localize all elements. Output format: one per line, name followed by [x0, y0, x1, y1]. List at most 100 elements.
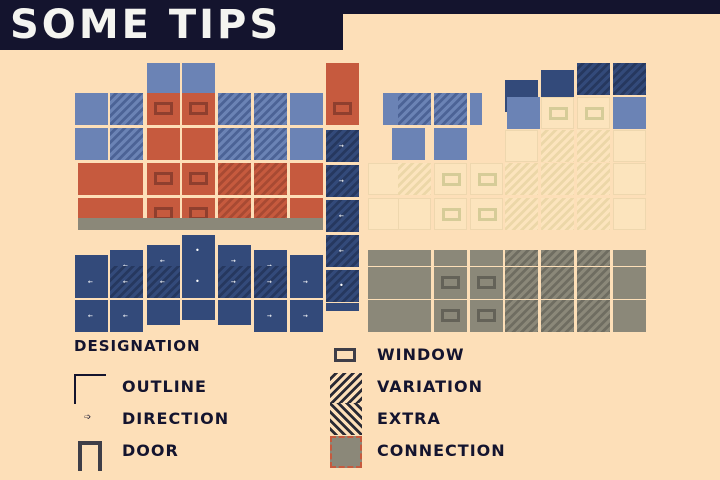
tile: [613, 300, 646, 332]
direction-arrow-icon: ←: [160, 256, 165, 265]
tile: [505, 250, 538, 266]
tile-window: [434, 163, 467, 195]
direction-arrow-icon: →: [267, 277, 272, 286]
tile-roof: •: [182, 266, 215, 298]
tile: [368, 250, 401, 266]
tile: [290, 163, 323, 195]
tile: [434, 128, 467, 160]
page-title: SOME TIPS: [10, 2, 282, 48]
direction-arrow-icon: →: [339, 176, 344, 185]
direction-arrow-icon: •: [195, 277, 200, 286]
tile-door: [398, 198, 431, 230]
tile: [541, 267, 574, 299]
tile-roof: [218, 300, 251, 325]
direction-arrow-icon: ←: [123, 311, 128, 320]
legend-label-window: WINDOW: [377, 345, 465, 364]
tile-window: [182, 93, 215, 125]
window-icon: [549, 107, 568, 120]
tile-window: [470, 198, 503, 230]
window-icon: [442, 208, 461, 221]
tile: [326, 303, 359, 311]
tile: [75, 128, 108, 160]
tile: [541, 250, 574, 266]
direction-arrow-icon: →: [303, 311, 308, 320]
legend-label-door: DOOR: [122, 441, 179, 460]
tile: [368, 267, 401, 299]
direction-arrow-icon: •: [195, 246, 200, 255]
tile: [368, 198, 401, 230]
direction-arrow-icon: ←: [160, 277, 165, 286]
tile: [541, 300, 574, 332]
tile: [218, 93, 251, 125]
tile: [505, 163, 538, 195]
tile-roof: ←: [75, 300, 108, 332]
tile: [110, 128, 143, 160]
tile: [147, 63, 180, 95]
tile-window: [434, 198, 467, 230]
tile-roof: [182, 300, 215, 320]
tile: [613, 130, 646, 162]
title-box: SOME TIPS: [0, 0, 343, 50]
variation-hatch-icon: [330, 373, 362, 403]
direction-arrow-icon: ←: [123, 277, 128, 286]
tile: [75, 93, 108, 125]
window-icon: [189, 102, 208, 115]
extra-hatch-icon: [330, 403, 362, 435]
tile-window: [577, 97, 610, 129]
tile: [577, 130, 610, 162]
tile-door: [398, 267, 431, 299]
tile-window: [147, 93, 180, 125]
window-icon: [478, 208, 497, 221]
tile-roof: •: [182, 235, 215, 267]
tile: [470, 250, 503, 266]
direction-arrow-icon: →: [231, 277, 236, 286]
tile-roof: →: [254, 300, 287, 332]
tile: →: [326, 165, 359, 197]
tile-window: [326, 93, 359, 125]
tile: [398, 163, 431, 195]
tile: [254, 163, 287, 195]
tile-roof: ←: [110, 266, 143, 298]
direction-arrow-icon: →: [303, 277, 308, 286]
tile: [613, 198, 646, 230]
tile-window: [434, 267, 467, 299]
tile: [78, 163, 111, 195]
tile: [505, 130, 538, 162]
tile: [541, 70, 574, 102]
legend-label-connection: CONNECTION: [377, 441, 506, 460]
tile: →: [326, 130, 359, 162]
tile: [577, 250, 610, 266]
direction-arrow-icon: →: [339, 141, 344, 150]
tile-roof: ←: [75, 266, 108, 298]
tile: [147, 128, 180, 160]
connection-strip: [78, 218, 323, 230]
tile: [613, 163, 646, 195]
tile: [434, 93, 467, 125]
direction-arrow-icon: ←: [339, 211, 344, 220]
tile: [290, 93, 323, 125]
outline-icon: [74, 374, 106, 404]
tile: [326, 63, 359, 95]
tile: [470, 93, 482, 125]
tile: [182, 128, 215, 160]
tile: [577, 267, 610, 299]
window-icon: [441, 309, 460, 322]
tile: [577, 300, 610, 332]
tile: [577, 63, 610, 95]
tile: [613, 97, 646, 129]
window-icon: [585, 107, 604, 120]
direction-arrow-icon: ←: [88, 311, 93, 320]
tile: [613, 63, 646, 95]
tile: [254, 93, 287, 125]
legend-label-variation: VARIATION: [377, 377, 483, 396]
tile-roof: [147, 300, 180, 325]
window-icon: [154, 172, 173, 185]
tile-window: [470, 267, 503, 299]
direction-arrow-icon: •: [339, 281, 344, 290]
tile-window: [470, 163, 503, 195]
tile: [505, 267, 538, 299]
window-icon: [442, 173, 461, 186]
tile-roof: →: [218, 266, 251, 298]
legend-heading: DESIGNATION: [74, 337, 201, 355]
tile: [398, 250, 431, 266]
